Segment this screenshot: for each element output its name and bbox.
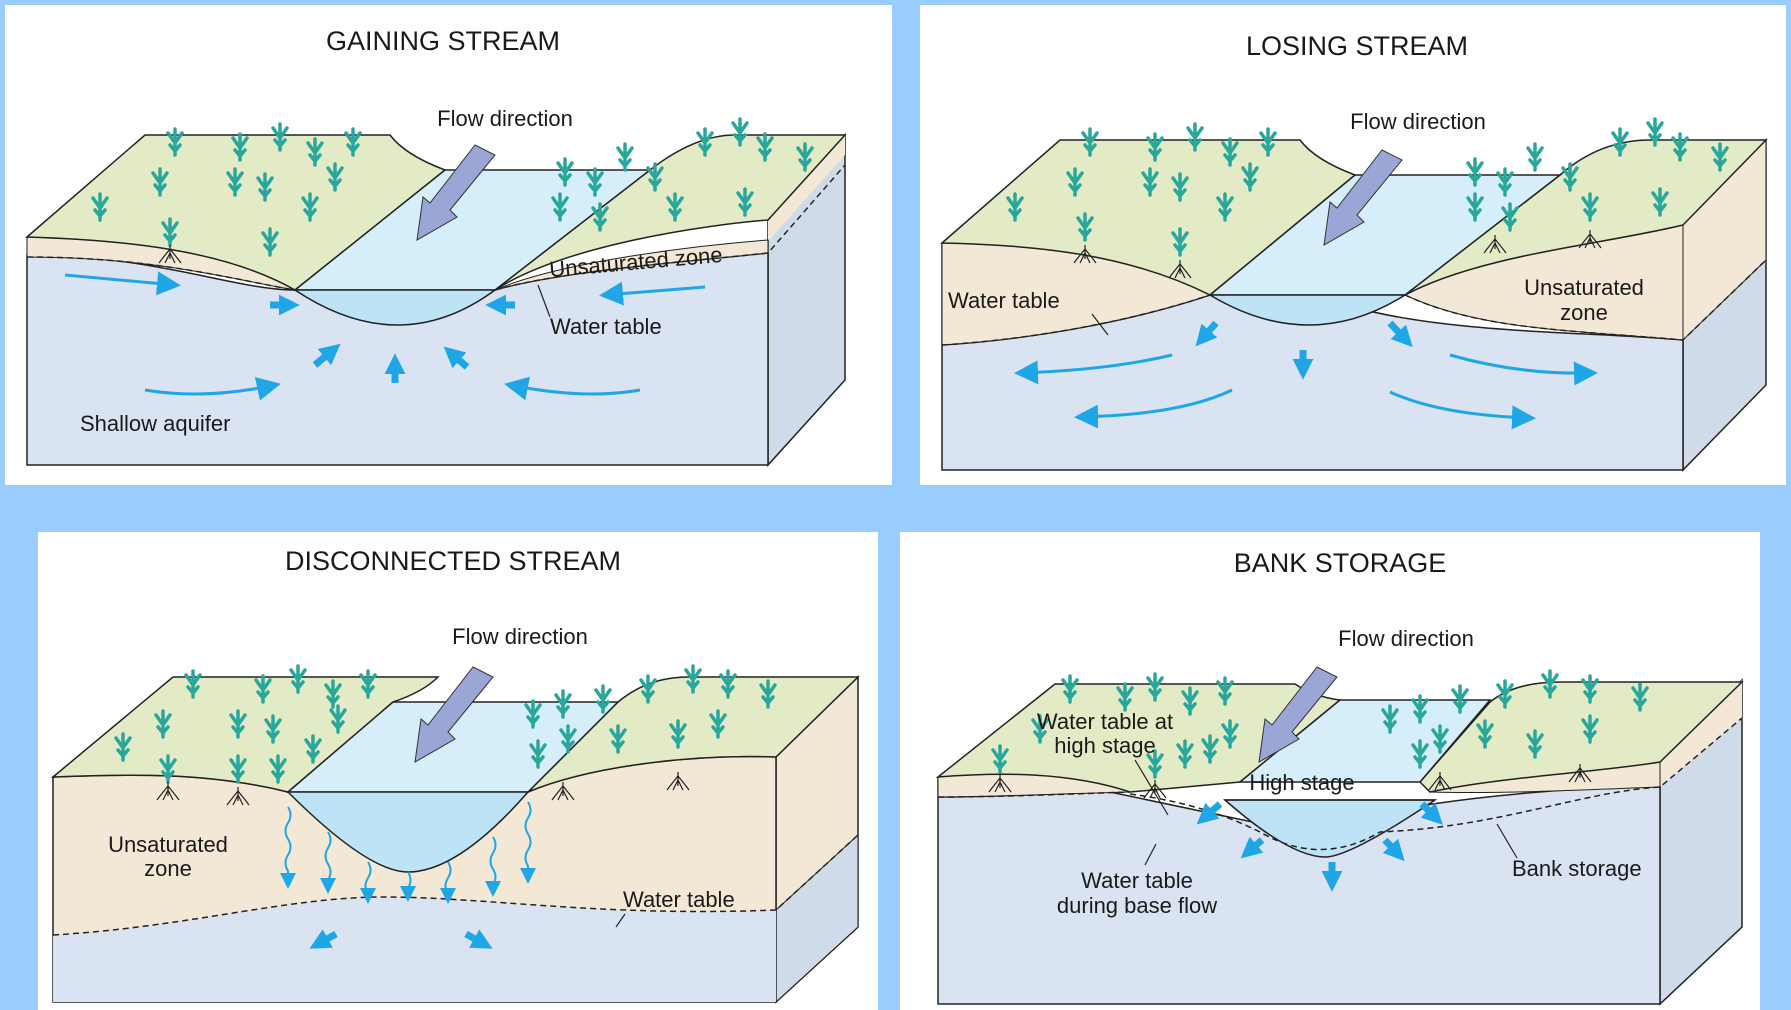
bank-title: BANK STORAGE — [1234, 548, 1447, 578]
disconnected-stream-diagram: DISCONNECTED STREAM Flow direction Unsat… — [50, 546, 860, 1004]
losing-water-table-label: Water table — [948, 288, 1060, 313]
bank-storage-arrows — [1196, 801, 1443, 892]
bank-storage-label: Bank storage — [1512, 856, 1642, 881]
bank-high-stage-wt-label-line1: Water table at — [1037, 709, 1173, 734]
panel-bank-storage: BANK STORAGE Flow direction Water table … — [900, 532, 1760, 1010]
bank-right-bank — [1418, 681, 1744, 793]
losing-stream-channel — [1207, 294, 1408, 326]
bank-storage-diagram: BANK STORAGE Flow direction Water table … — [935, 548, 1744, 1006]
bank-flow-arrow — [1258, 666, 1338, 763]
gaining-stream-channel — [292, 289, 498, 326]
losing-water-table-line — [941, 259, 1767, 346]
losing-flow-direction-label: Flow direction — [1350, 109, 1486, 134]
disconnected-water-table-label: Water table — [623, 887, 735, 912]
disconnected-water-table-leader — [615, 913, 626, 928]
losing-unsaturated-label-line2: zone — [1560, 300, 1608, 325]
gaining-shallow-aquifer-label: Shallow aquifer — [80, 411, 230, 436]
disconnected-flow-arrow — [414, 666, 494, 763]
bank-flow-direction-label: Flow direction — [1338, 626, 1474, 651]
losing-stream-diagram: LOSING STREAM Flow direction Water table… — [940, 31, 1768, 472]
disconnected-flow-direction-label: Flow direction — [452, 624, 588, 649]
gaining-title: GAINING STREAM — [326, 26, 560, 56]
disconnected-seepage-arrows — [280, 801, 536, 949]
disconnected-saturated-zone — [53, 897, 776, 1002]
gaining-water-table-leader — [537, 284, 551, 318]
gaining-stream-diagram: GAINING STREAM Flow direction Unsaturate… — [25, 26, 847, 467]
gaining-flow-direction-label: Flow direction — [437, 106, 573, 131]
gaining-flow-arrow — [416, 144, 496, 241]
panel-disconnected-stream: DISCONNECTED STREAM Flow direction Unsat… — [38, 532, 878, 1010]
disconnected-unsaturated-label-line1: Unsaturated — [108, 832, 228, 857]
bank-base-flow-leader — [1144, 843, 1157, 866]
bank-stream-channel — [1223, 799, 1438, 858]
bank-stream-surface — [1237, 699, 1492, 783]
bank-high-stage-label: High stage — [1249, 770, 1354, 795]
losing-right-bank — [1404, 139, 1768, 296]
losing-groundwater-arrows — [1014, 320, 1598, 430]
gaining-water-table-line — [26, 164, 846, 291]
disconnected-water-table-line — [52, 834, 859, 936]
bank-base-flow-label-line2: during base flow — [1057, 893, 1217, 918]
bank-base-flow-label-line1: Water table — [1081, 868, 1193, 893]
disconnected-unsaturated-label-line2: zone — [144, 856, 192, 881]
gaining-unsaturated-right — [494, 239, 769, 291]
panel-losing-stream: LOSING STREAM Flow direction Water table… — [920, 5, 1786, 485]
losing-unsaturated-label-line1: Unsaturated — [1524, 275, 1644, 300]
disconnected-title: DISCONNECTED STREAM — [285, 546, 621, 576]
gaining-left-bank — [25, 134, 447, 291]
losing-flow-arrow — [1323, 149, 1403, 246]
bank-high-stage-wt-leader — [1134, 759, 1169, 816]
panel-gaining-stream: GAINING STREAM Flow direction Unsaturate… — [5, 5, 892, 485]
losing-water-table-leader — [1091, 313, 1109, 336]
disconnected-right-bank — [527, 676, 860, 793]
disconnected-left-bank — [50, 676, 440, 793]
bank-high-stage-wt-label-line2: high stage — [1054, 733, 1156, 758]
losing-title: LOSING STREAM — [1246, 31, 1468, 61]
gaining-water-table-label: Water table — [550, 314, 662, 339]
bank-storage-leader — [1496, 823, 1518, 859]
gaining-groundwater-arrows — [64, 271, 706, 401]
